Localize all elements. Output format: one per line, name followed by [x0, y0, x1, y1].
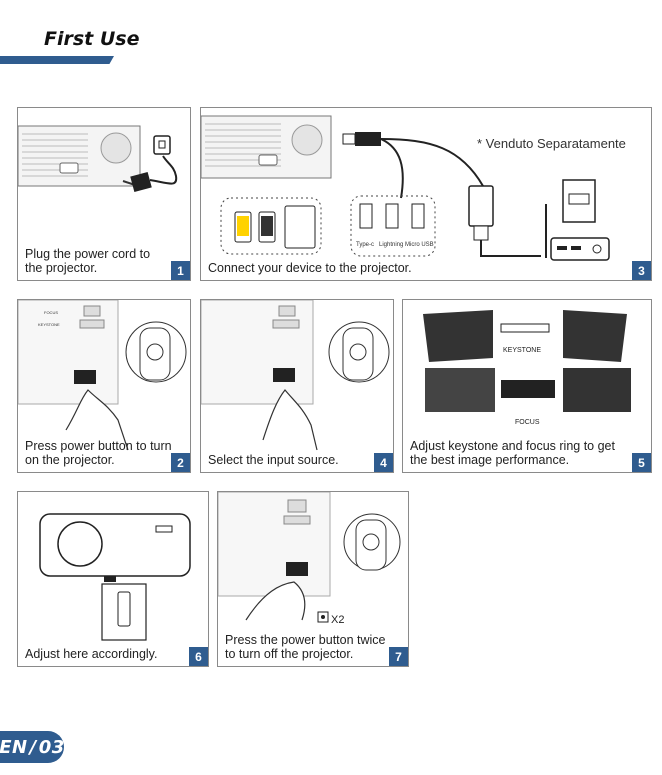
cable-label-type-c: Type-c — [356, 242, 374, 248]
step-6-number: 6 — [189, 647, 208, 666]
step-6-caption: Adjust here accordingly. — [25, 647, 157, 661]
cable-label-lightning: Lightning — [379, 242, 403, 248]
step-5-number: 5 — [632, 453, 651, 472]
step-2-caption: Press power button to turn on the projec… — [25, 439, 172, 467]
panel-label-keystone: KEYSTONE — [38, 322, 60, 327]
panel-label-focus: FOCUS — [44, 310, 58, 315]
step-1-panel: Plug the power cord to the projector. 1 — [17, 107, 191, 281]
page-title: First Use — [44, 28, 140, 50]
adjust-foot-illustration — [18, 492, 208, 666]
footer-lang: EN — [0, 737, 28, 758]
footer-page: 03 — [39, 737, 65, 758]
step-5-panel: KEYSTONE FOCUS Adjust keystone and focus… — [402, 299, 652, 473]
select-input-illustration — [201, 300, 393, 472]
press-count-label: X2 — [331, 614, 344, 626]
focus-label: FOCUS — [515, 419, 540, 426]
connect-devices-illustration: Type-c Lightning Micro USB — [201, 108, 651, 280]
title-underline-bar — [0, 56, 114, 64]
step-7-caption: Press the power button twice to turn off… — [225, 633, 386, 661]
step-2-number: 2 — [171, 453, 190, 472]
step-3-caption: Connect your device to the projector. — [208, 261, 412, 275]
step-3-panel: Type-c Lightning Micro USB * Venduto Sep… — [200, 107, 652, 281]
step-6-panel: Adjust here accordingly. 6 — [17, 491, 209, 667]
step-4-panel: Select the input source. 4 — [200, 299, 394, 473]
keystone-label: KEYSTONE — [503, 347, 541, 354]
step-5-caption: Adjust keystone and focus ring to get th… — [410, 439, 615, 467]
step-1-caption: Plug the power cord to the projector. — [25, 247, 150, 275]
step-1-number: 1 — [171, 261, 190, 280]
step-4-number: 4 — [374, 453, 393, 472]
sold-separately-note: * Venduto Separatamente — [477, 136, 626, 151]
step-4-caption: Select the input source. — [208, 453, 339, 467]
cable-label-micro-usb: Micro USB — [405, 242, 434, 248]
step-7-number: 7 — [389, 647, 408, 666]
step-2-panel: FOCUS KEYSTONE Press power button to tur… — [17, 299, 191, 473]
step-7-panel: X2 Press the power button twice to turn … — [217, 491, 409, 667]
step-3-number: 3 — [632, 261, 651, 280]
page-badge: EN/03 — [0, 731, 64, 763]
